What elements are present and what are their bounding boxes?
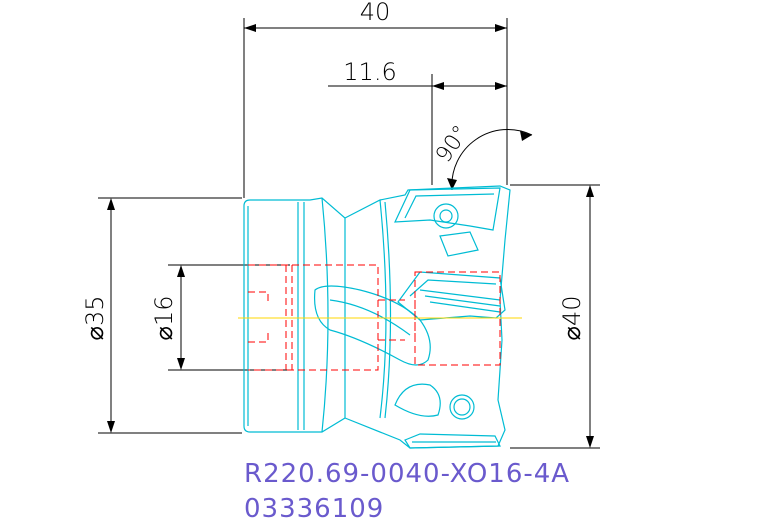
part-number: R220.69-0040-XO16-4A xyxy=(244,459,570,489)
dimension-insert-offset: 11.6 xyxy=(343,58,396,86)
tool-outline xyxy=(243,185,511,449)
dimension-overall-length: 40 xyxy=(360,0,391,26)
dimension-bore-diameter: ⌀16 xyxy=(150,296,178,341)
dimension-shank-diameter: ⌀35 xyxy=(81,296,109,341)
dimension-angle: 90° xyxy=(431,121,474,167)
dimension-cutting-diameter: ⌀40 xyxy=(558,296,586,341)
dimension-arrows xyxy=(107,24,594,448)
order-code: 03336109 xyxy=(244,494,384,523)
dimension-lines xyxy=(98,18,600,449)
